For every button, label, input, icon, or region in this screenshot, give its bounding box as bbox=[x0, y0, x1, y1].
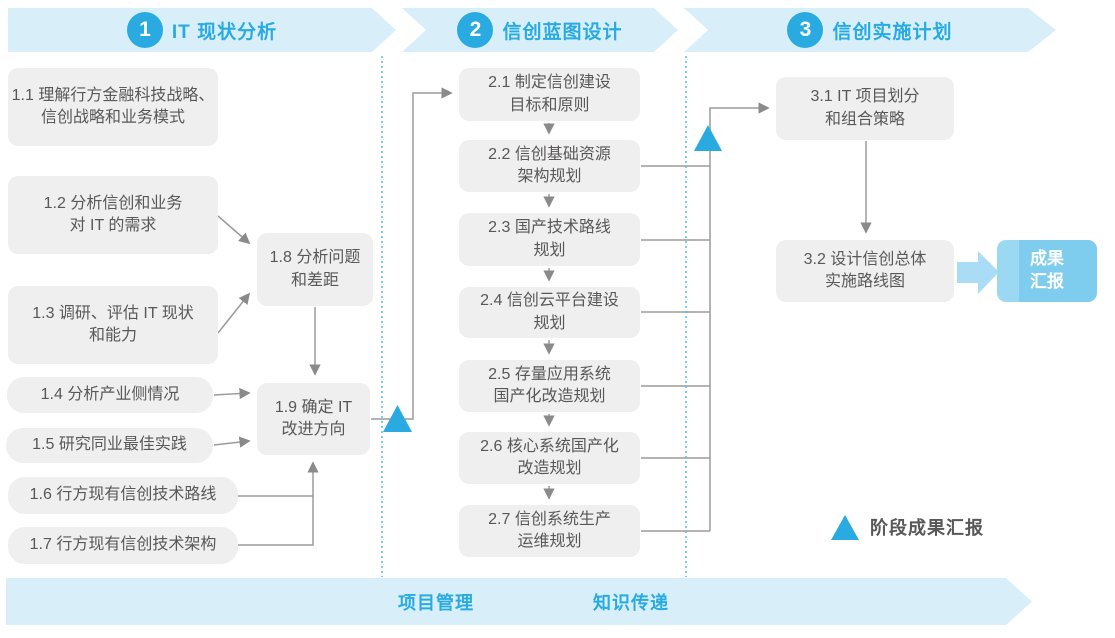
step-box-2-7: 2.7 信创系统生产 运维规划 bbox=[459, 505, 640, 557]
step-box-2-6: 2.6 核心系统国产化 改造规划 bbox=[459, 432, 640, 484]
step-box-3-1: 3.1 IT 项目划分 和组合策略 bbox=[776, 77, 954, 140]
step-box-line: 和差距 bbox=[290, 271, 339, 289]
step-box-line: 2.1 制定信创建设 bbox=[488, 74, 611, 92]
deliverable-line: 汇报 bbox=[1030, 272, 1064, 291]
step-box-line: 1.5 研究同业最佳实践 bbox=[32, 436, 187, 454]
milestone-triangle-icon bbox=[694, 125, 722, 151]
step-box-line: 2.2 信创基础资源 bbox=[488, 145, 611, 163]
step-box-line: 2.3 国产技术路线 bbox=[488, 219, 611, 237]
step-box-line: 改进方向 bbox=[281, 421, 346, 438]
step-box-line: 1.3 调研、评估 IT 现状 bbox=[32, 304, 194, 322]
step-box-line: 1.8 分析问题 bbox=[269, 249, 361, 267]
step-box-1-8: 1.8 分析问题 和差距 bbox=[257, 233, 373, 306]
step-box-1-6: 1.6 行方现有信创技术路线 bbox=[8, 477, 238, 514]
step-box-line: 2.5 存量应用系统 bbox=[488, 365, 611, 383]
step-box-line: 1.2 分析信创和业务 bbox=[43, 194, 183, 212]
footer-label-knowledge-transfer: 知识传递 bbox=[593, 592, 669, 613]
step-box-line: 和能力 bbox=[88, 327, 137, 344]
step-box-line: 信创战略和业务模式 bbox=[40, 109, 185, 126]
step-box-line: 规划 bbox=[533, 241, 566, 259]
step-box-line: 3.2 设计信创总体 bbox=[803, 250, 927, 268]
step-box-line: 目标和原则 bbox=[509, 96, 590, 114]
step-box-line: 改造规划 bbox=[517, 460, 582, 477]
step-box-2-1: 2.1 制定信创建设 目标和原则 bbox=[459, 68, 640, 121]
step-box-line: 1.7 行方现有信创技术架构 bbox=[29, 536, 217, 554]
step-box-line: 1.4 分析产业侧情况 bbox=[40, 385, 180, 403]
step-box-2-3: 2.3 国产技术路线 规划 bbox=[459, 213, 640, 266]
phase-banner-1: 1 IT 现状分析 bbox=[8, 8, 396, 52]
phase-number-badge: 1 bbox=[126, 12, 163, 48]
step-box-line: 2.7 信创系统生产 bbox=[488, 510, 611, 528]
deliverable-line: 成果 bbox=[1030, 249, 1064, 269]
phase-title: IT 现状分析 bbox=[171, 21, 278, 43]
milestone-triangle-icon bbox=[831, 514, 859, 540]
step-box-line: 1.6 行方现有信创技术路线 bbox=[29, 486, 217, 504]
step-box-line: 国产化改造规划 bbox=[493, 388, 606, 405]
step-box-1-1: 1.1 理解行方金融科技战略、 信创战略和业务模式 bbox=[8, 68, 218, 146]
step-box-line: 1.1 理解行方金融科技战略、 bbox=[11, 86, 215, 104]
step-box-1-3: 1.3 调研、评估 IT 现状 和能力 bbox=[8, 286, 218, 364]
step-box-line: 实施路线图 bbox=[824, 273, 905, 290]
step-box-2-2: 2.2 信创基础资源 架构规划 bbox=[459, 140, 640, 192]
step-box-line: 规划 bbox=[533, 314, 566, 332]
milestone-triangle-icon bbox=[383, 405, 412, 432]
step-box-1-9: 1.9 确定 IT 改进方向 bbox=[257, 383, 370, 455]
step-box-line: 1.9 确定 IT bbox=[274, 398, 353, 416]
step-box-line: 运维规划 bbox=[517, 533, 582, 550]
step-box-line: 3.1 IT 项目划分 bbox=[810, 88, 920, 106]
footer-banner: 项目管理 知识传递 bbox=[6, 578, 1032, 625]
step-box-1-7: 1.7 行方现有信创技术架构 bbox=[8, 527, 238, 564]
step-box-1-2: 1.2 分析信创和业务 对 IT 的需求 bbox=[8, 176, 218, 254]
phase-banner-3: 3 信创实施计划 bbox=[684, 8, 1056, 52]
deliverable-box: 成果 汇报 bbox=[997, 240, 1097, 302]
phase-number-badge: 3 bbox=[787, 12, 824, 48]
step-box-3-2: 3.2 设计信创总体 实施路线图 bbox=[776, 240, 954, 302]
phase-number-badge: 2 bbox=[457, 12, 494, 48]
phase-title: 信创蓝图设计 bbox=[502, 21, 623, 43]
step-box-2-4: 2.4 信创云平台建设 规划 bbox=[459, 287, 640, 338]
step-box-line: 2.6 核心系统国产化 bbox=[480, 437, 619, 455]
step-box-line: 2.4 信创云平台建设 bbox=[480, 292, 619, 310]
step-box-1-4: 1.4 分析产业侧情况 bbox=[7, 377, 213, 413]
step-box-line: 和组合策略 bbox=[824, 110, 905, 128]
step-box-line: 架构规划 bbox=[517, 168, 582, 185]
legend-label: 阶段成果汇报 bbox=[870, 518, 984, 538]
footer-label-project-management: 项目管理 bbox=[398, 592, 474, 613]
step-box-line: 对 IT 的需求 bbox=[69, 217, 157, 234]
step-box-1-5: 1.5 研究同业最佳实践 bbox=[6, 428, 213, 463]
phase-title: 信创实施计划 bbox=[832, 21, 953, 43]
block-arrow-icon bbox=[957, 251, 999, 294]
step-box-2-5: 2.5 存量应用系统 国产化改造规划 bbox=[459, 360, 640, 412]
legend: 阶段成果汇报 bbox=[831, 514, 984, 540]
phase-banner-2: 2 信创蓝图设计 bbox=[402, 8, 678, 52]
